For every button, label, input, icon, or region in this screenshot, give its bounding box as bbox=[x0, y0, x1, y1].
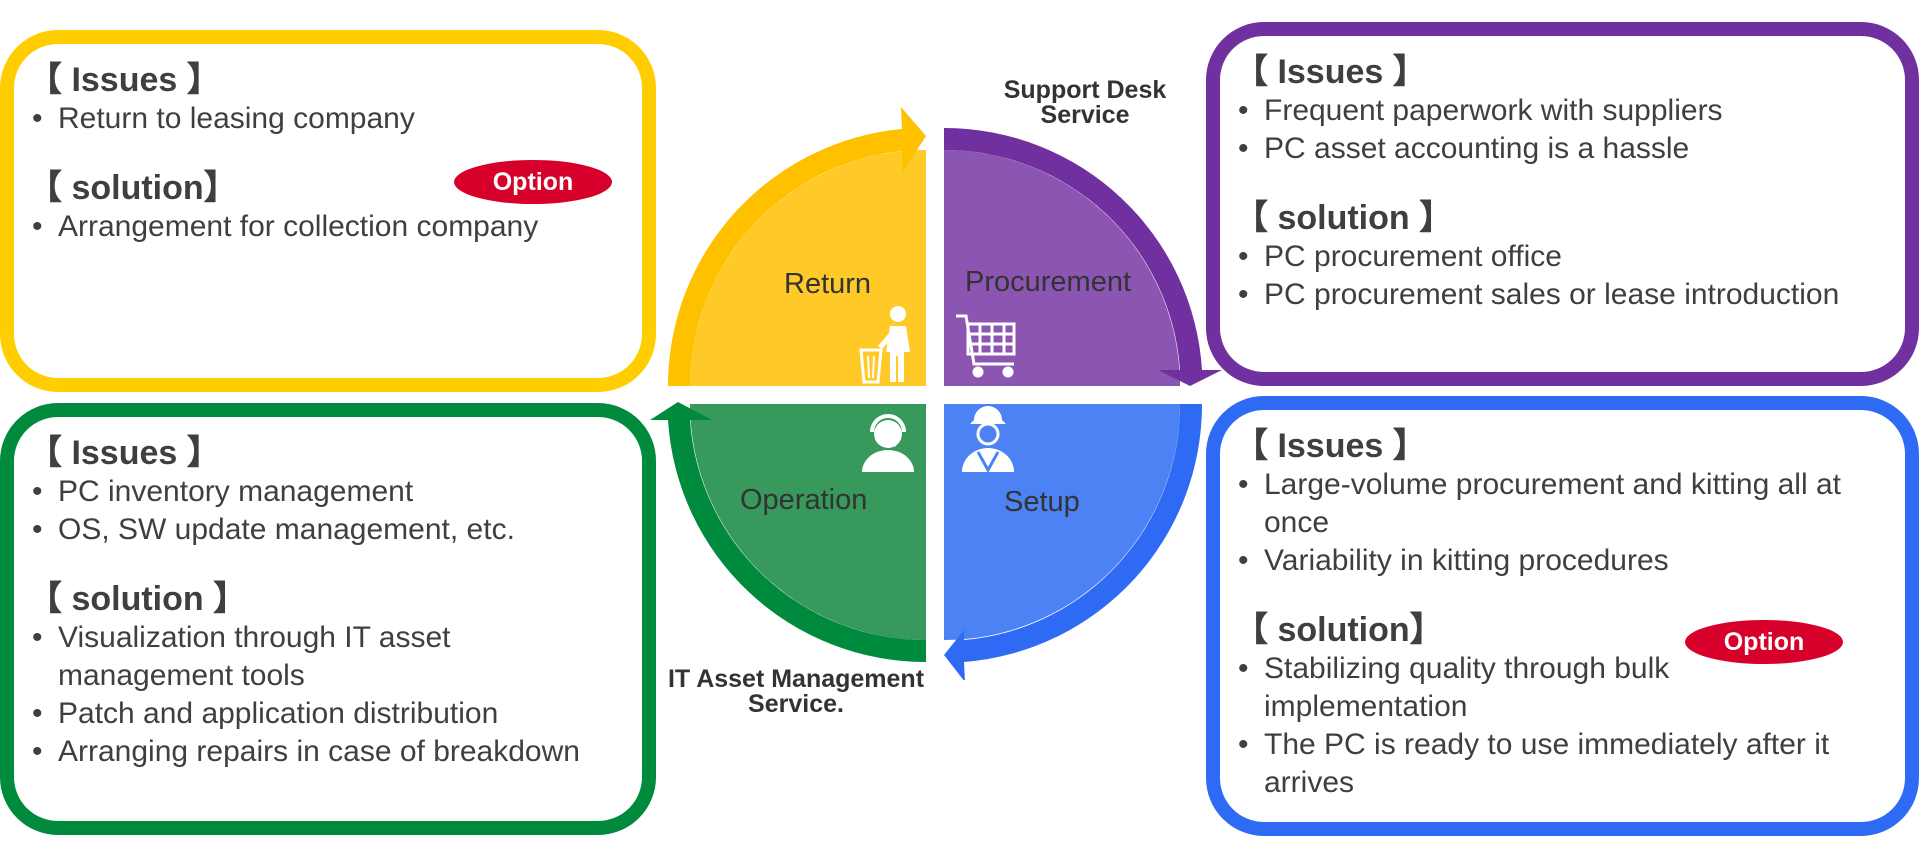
lifecycle-diagram bbox=[650, 107, 1222, 680]
procurement-arrow bbox=[944, 127, 1222, 387]
return-arrow bbox=[667, 107, 926, 386]
solution-list: Stabilizing quality through bulk impleme… bbox=[1234, 650, 1887, 802]
list-item: Large-volume procurement and kitting all… bbox=[1234, 466, 1904, 542]
list-item: OS, SW update management, etc. bbox=[28, 511, 624, 549]
solution-list: Visualization through IT asset managemen… bbox=[28, 619, 624, 771]
service-label-line: Service. bbox=[748, 690, 844, 718]
solution-list: PC procurement office PC procurement sal… bbox=[1234, 238, 1887, 314]
solution-heading: 【 solution 】 bbox=[28, 580, 248, 618]
it-asset-management-service-label: IT Asset Management Service. bbox=[660, 667, 932, 717]
list-item: Visualization through IT asset managemen… bbox=[28, 619, 498, 695]
list-item: PC asset accounting is a hassle bbox=[1234, 130, 1887, 168]
list-item: Arranging repairs in case of breakdown bbox=[28, 733, 624, 771]
option-badge: Option bbox=[454, 160, 612, 204]
solution-heading: 【 solution 】 bbox=[1234, 199, 1454, 237]
issues-heading: 【 Issues 】 bbox=[1234, 53, 1427, 91]
list-item: Stabilizing quality through bulk impleme… bbox=[1234, 650, 1764, 726]
setup-panel: 【 Issues 】 Large-volume procurement and … bbox=[1206, 396, 1919, 836]
procurement-panel: 【 Issues 】 Frequent paperwork with suppl… bbox=[1206, 22, 1919, 386]
return-label: Return bbox=[784, 268, 872, 300]
issues-heading: 【 Issues 】 bbox=[28, 434, 221, 472]
issues-list: Return to leasing company bbox=[28, 100, 624, 138]
service-label-line: Service bbox=[1040, 101, 1130, 129]
solution-heading: 【 solution】 bbox=[1234, 611, 1444, 649]
shopping-cart-icon bbox=[956, 314, 1016, 378]
list-item: Patch and application distribution bbox=[28, 695, 624, 733]
issues-list: Frequent paperwork with suppliers PC ass… bbox=[1234, 92, 1887, 168]
list-item: The PC is ready to use immediately after… bbox=[1234, 726, 1904, 802]
operation-arrow bbox=[650, 402, 926, 663]
issues-heading: 【 Issues 】 bbox=[28, 61, 221, 99]
support-operator-headset-icon bbox=[862, 414, 914, 472]
setup-arrow bbox=[944, 404, 1203, 680]
list-item: PC procurement sales or lease introducti… bbox=[1234, 276, 1887, 314]
list-item: Arrangement for collection company bbox=[28, 208, 624, 246]
support-desk-service-label: Support Desk Service bbox=[990, 78, 1180, 128]
person-disposing-trash-icon bbox=[859, 306, 910, 384]
solution-list: Arrangement for collection company bbox=[28, 208, 624, 246]
list-item: Variability in kitting procedures bbox=[1234, 542, 1887, 580]
procurement-label: Procurement bbox=[965, 266, 1132, 298]
service-label-line: Support Desk bbox=[1003, 76, 1167, 104]
list-item: Return to leasing company bbox=[28, 100, 624, 138]
service-label-line: IT Asset Management bbox=[667, 665, 925, 693]
issues-list: PC inventory management OS, SW update ma… bbox=[28, 473, 624, 549]
setup-label: Setup bbox=[1004, 486, 1080, 518]
issues-heading: 【 Issues 】 bbox=[1234, 427, 1427, 465]
list-item: PC procurement office bbox=[1234, 238, 1887, 276]
solution-heading: 【 solution】 bbox=[28, 169, 238, 207]
operation-panel: 【 Issues 】 PC inventory management OS, S… bbox=[0, 403, 656, 835]
list-item: PC inventory management bbox=[28, 473, 624, 511]
worker-hardhat-icon bbox=[962, 406, 1014, 474]
issues-list: Large-volume procurement and kitting all… bbox=[1234, 466, 1887, 580]
return-panel: 【 Issues 】 Return to leasing company 【 s… bbox=[0, 30, 656, 392]
option-badge: Option bbox=[1685, 620, 1843, 664]
operation-label: Operation bbox=[740, 484, 868, 516]
list-item: Frequent paperwork with suppliers bbox=[1234, 92, 1887, 130]
return-quadrant bbox=[690, 150, 926, 386]
